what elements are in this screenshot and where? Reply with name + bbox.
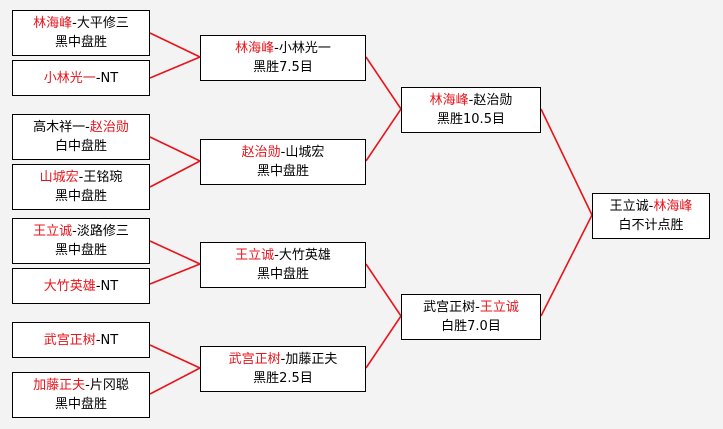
players: 王立诚-淡路修三: [33, 222, 129, 241]
loser-name: 淡路修三: [76, 224, 129, 239]
winner-name: 王立诚: [479, 300, 519, 315]
r1-match-1: 林海峰-大平修三 黑中盘胜: [12, 10, 150, 56]
r1-match-8: 加藤正夫-片冈聪 黑中盘胜: [12, 372, 150, 418]
loser-name: 大平修三: [76, 16, 129, 31]
players: 加藤正夫-片冈聪: [33, 376, 129, 395]
winner-name: 林海峰: [653, 199, 693, 214]
players: 高木祥一-赵治勋: [33, 118, 129, 137]
loser-name: 王铭琬: [83, 170, 123, 185]
winner-name: 小林光一: [43, 70, 96, 86]
r1-match-6: 大竹英雄-NT: [12, 268, 150, 304]
result: 黑胜2.5目: [253, 371, 313, 386]
players: 王立诚-大竹英雄: [235, 246, 331, 265]
separator: -: [72, 16, 77, 31]
separator: -: [85, 378, 90, 393]
players: 林海峰-小林光一: [235, 39, 331, 58]
result: 黑中盘胜: [54, 189, 107, 204]
winner-name: 林海峰: [429, 93, 469, 108]
winner-name: 王立诚: [235, 248, 275, 263]
r2-match-3: 王立诚-大竹英雄 黑中盘胜: [200, 242, 366, 288]
winner-name: 加藤正夫: [33, 378, 86, 393]
separator: -: [72, 224, 77, 239]
semi-match-2: 武宫正树-王立诚 白胜7.0目: [401, 294, 541, 340]
loser-name: 赵治勋: [473, 93, 513, 108]
r2-match-2: 赵治勋-山城宏 黑中盘胜: [200, 139, 366, 185]
semi-match-1: 林海峰-赵治勋 黑胜10.5目: [401, 87, 541, 133]
loser-name: 高木祥一: [33, 120, 86, 135]
loser-name: 武宫正树: [423, 300, 476, 315]
separator: -: [95, 278, 101, 294]
loser-name: 大竹英雄: [278, 248, 331, 263]
players: 赵治勋-山城宏: [242, 143, 325, 162]
result: 黑中盘胜: [256, 267, 309, 282]
players: 小林光一-NT: [44, 69, 118, 88]
result: 黑中盘胜: [54, 243, 107, 258]
players: 大竹英雄-NT: [44, 277, 118, 296]
separator: -: [468, 93, 474, 108]
result: 黑胜7.5目: [253, 60, 313, 75]
separator: -: [78, 170, 84, 185]
result: 黑中盘胜: [54, 35, 107, 50]
result: 白中盘胜: [54, 139, 107, 154]
loser-name: 王立诚: [609, 199, 649, 214]
players: 林海峰-大平修三: [33, 14, 129, 33]
players: 武宫正树-加藤正夫: [229, 350, 338, 369]
separator: -: [274, 248, 279, 263]
r1-match-7: 武宫正树-NT: [12, 322, 150, 358]
r2-match-1: 林海峰-小林光一 黑胜7.5目: [200, 35, 366, 81]
loser-name: NT: [100, 332, 119, 348]
separator: -: [648, 199, 654, 214]
r1-match-2: 小林光一-NT: [12, 60, 150, 96]
players: 武宫正树-王立诚: [423, 298, 519, 317]
separator: -: [280, 145, 286, 160]
winner-name: 山城宏: [39, 170, 79, 185]
loser-name: 山城宏: [285, 145, 325, 160]
separator: -: [85, 120, 90, 135]
r2-match-4: 武宫正树-加藤正夫 黑胜2.5目: [200, 346, 366, 392]
winner-name: 武宫正树: [43, 332, 96, 348]
loser-name: NT: [100, 70, 119, 86]
separator: -: [95, 70, 101, 86]
r1-match-4: 山城宏-王铭琬 黑中盘胜: [12, 164, 150, 210]
result: 白胜7.0目: [441, 319, 501, 334]
r1-match-3: 高木祥一-赵治勋 白中盘胜: [12, 114, 150, 160]
result: 白不计点胜: [618, 218, 684, 233]
winner-name: 林海峰: [33, 16, 73, 31]
result: 黑中盘胜: [256, 164, 309, 179]
separator: -: [475, 300, 480, 315]
loser-name: NT: [100, 278, 119, 294]
winner-name: 大竹英雄: [43, 278, 96, 294]
result: 黑胜10.5目: [437, 112, 505, 127]
winner-name: 武宫正树: [228, 352, 281, 367]
separator: -: [280, 352, 286, 367]
winner-name: 赵治勋: [241, 145, 281, 160]
winner-name: 赵治勋: [89, 120, 129, 135]
players: 林海峰-赵治勋: [430, 91, 513, 110]
winner-name: 王立诚: [33, 224, 73, 239]
separator: -: [274, 41, 279, 56]
result: 黑中盘胜: [54, 397, 107, 412]
players: 山城宏-王铭琬: [40, 168, 123, 187]
r1-match-5: 王立诚-淡路修三 黑中盘胜: [12, 218, 150, 264]
separator: -: [95, 332, 101, 348]
players: 武宫正树-NT: [44, 331, 118, 350]
players: 王立诚-林海峰: [610, 197, 693, 216]
winner-name: 林海峰: [235, 41, 275, 56]
loser-name: 片冈聪: [89, 378, 129, 393]
loser-name: 小林光一: [278, 41, 331, 56]
loser-name: 加藤正夫: [285, 352, 338, 367]
final-match: 王立诚-林海峰 白不计点胜: [592, 193, 710, 239]
